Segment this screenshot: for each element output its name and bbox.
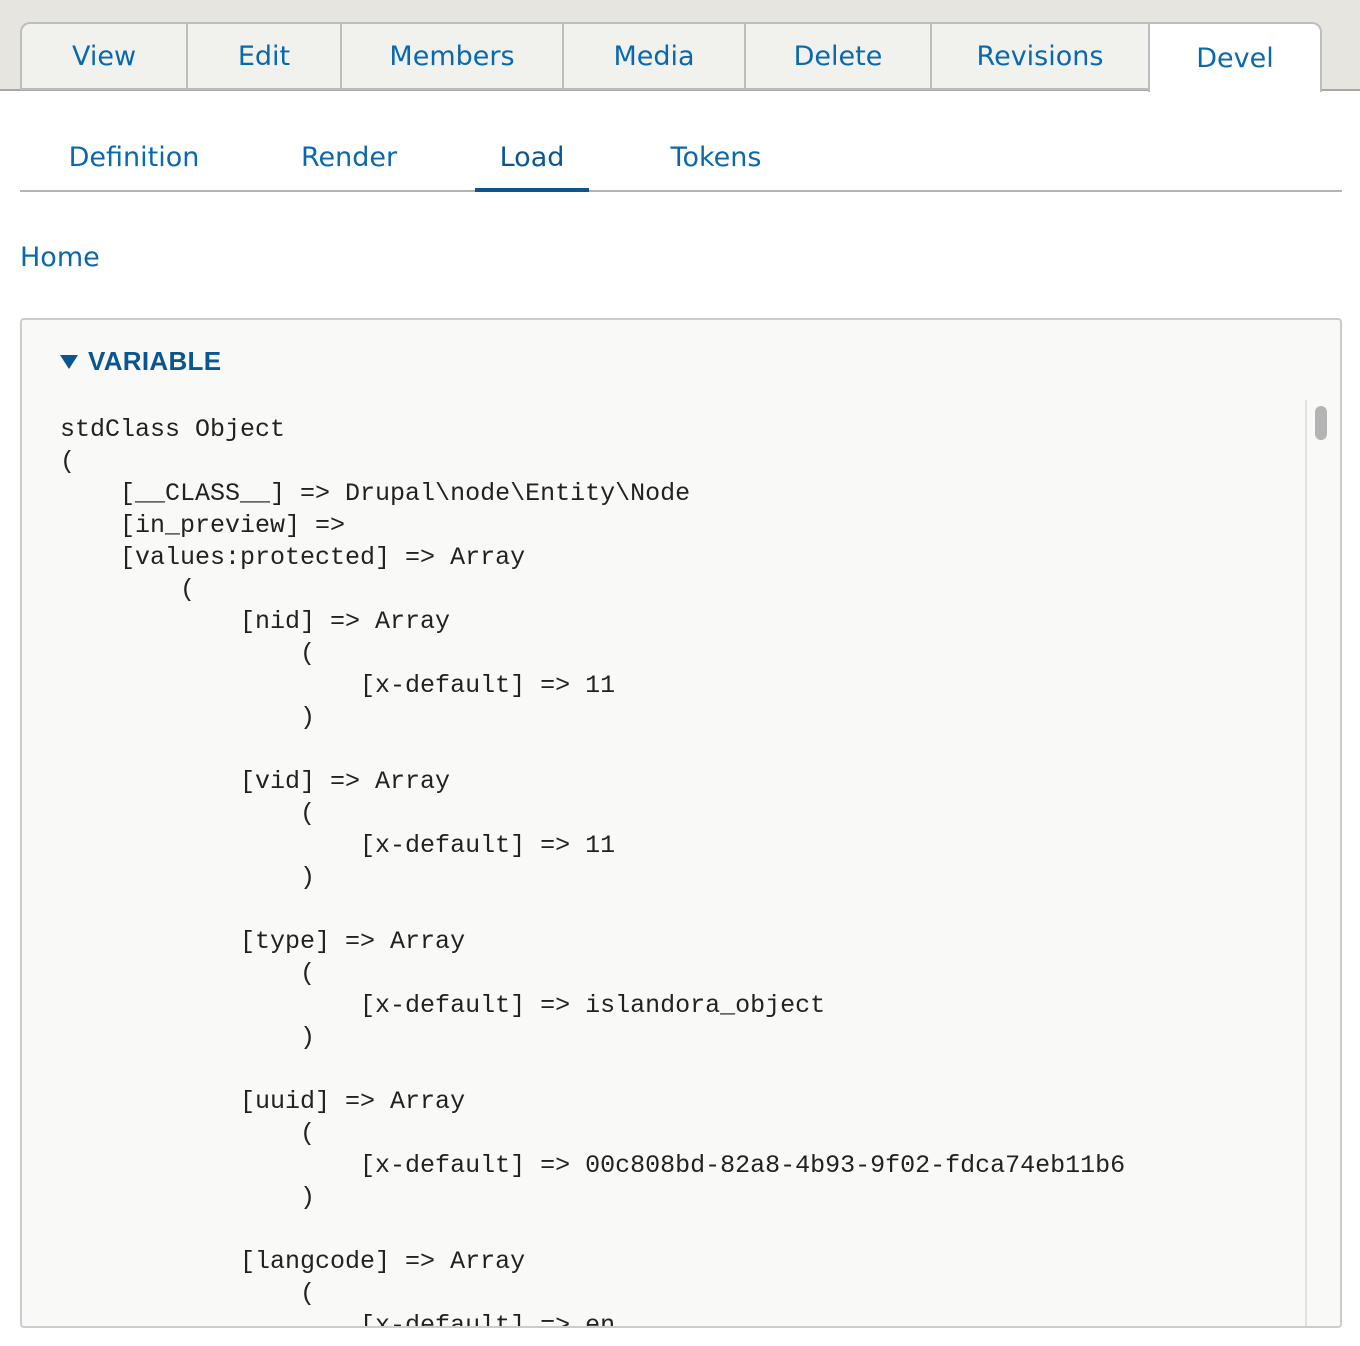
code-line: ) xyxy=(60,863,316,892)
code-line: [x-default] => 11 xyxy=(60,831,616,860)
triangle-down-icon xyxy=(60,354,78,369)
variable-dump: stdClass Object ( [__CLASS__] => Drupal\… xyxy=(22,400,1304,1328)
tab-revisions[interactable]: Revisions xyxy=(930,22,1148,90)
subtab-label: Definition xyxy=(68,142,200,173)
tab-devel[interactable]: Devel xyxy=(1148,22,1322,92)
code-line: [values:protected] => Array xyxy=(60,543,526,572)
code-line: [nid] => Array xyxy=(60,607,451,636)
subtab-render[interactable]: Render xyxy=(290,130,408,190)
code-line: ) xyxy=(60,1023,316,1052)
breadcrumb: Home xyxy=(20,242,100,273)
code-line: [x-default] => en xyxy=(60,1311,616,1328)
code-line: [__CLASS__] => Drupal\node\Entity\Node xyxy=(60,479,691,508)
code-line: ( xyxy=(60,959,316,988)
code-line: [x-default] => 11 xyxy=(60,671,616,700)
code-line: [in_preview] => xyxy=(60,511,346,540)
code-line: ( xyxy=(60,447,76,476)
code-line: ) xyxy=(60,1183,316,1212)
tab-label: Members xyxy=(389,40,515,72)
code-line: ( xyxy=(60,1119,316,1148)
scrollbar-thumb[interactable] xyxy=(1315,406,1327,440)
subtab-definition[interactable]: Definition xyxy=(56,130,212,190)
code-line: ( xyxy=(60,639,316,668)
code-line: ( xyxy=(60,799,316,828)
scrollbar[interactable] xyxy=(1305,400,1333,1326)
code-line: ( xyxy=(60,1279,316,1308)
subtab-load[interactable]: Load xyxy=(475,130,589,192)
code-line: [vid] => Array xyxy=(60,767,451,796)
tab-delete[interactable]: Delete xyxy=(744,22,930,90)
tab-label: Devel xyxy=(1196,42,1274,74)
code-line: [uuid] => Array xyxy=(60,1087,466,1116)
code-line: [x-default] => 00c808bd-82a8-4b93-9f02-f… xyxy=(60,1151,1126,1180)
code-line: ) xyxy=(60,703,316,732)
variable-details-panel: VARIABLE stdClass Object ( [__CLASS__] =… xyxy=(20,318,1342,1328)
subtab-label: Tokens xyxy=(670,142,762,173)
tab-label: Media xyxy=(613,40,695,72)
code-line: stdClass Object xyxy=(60,415,286,444)
subtab-label: Render xyxy=(300,142,398,173)
tab-members[interactable]: Members xyxy=(340,22,562,90)
primary-tabs: View Edit Members Media Delete Revisions… xyxy=(20,22,1322,92)
variable-summary-toggle[interactable]: VARIABLE xyxy=(60,346,221,377)
tab-edit[interactable]: Edit xyxy=(186,22,340,90)
code-line: [x-default] => islandora_object xyxy=(60,991,826,1020)
breadcrumb-home-link[interactable]: Home xyxy=(20,242,100,273)
tab-media[interactable]: Media xyxy=(562,22,744,90)
code-line: ( xyxy=(60,575,196,604)
tab-view[interactable]: View xyxy=(20,22,186,90)
code-line: [langcode] => Array xyxy=(60,1247,526,1276)
primary-tabs-bar: View Edit Members Media Delete Revisions… xyxy=(0,0,1360,92)
panel-title: VARIABLE xyxy=(88,346,222,376)
subtab-label: Load xyxy=(499,142,565,173)
secondary-tabs: Definition Render Load Tokens xyxy=(20,130,1342,192)
subtab-tokens[interactable]: Tokens xyxy=(656,130,776,190)
code-line: [type] => Array xyxy=(60,927,466,956)
tab-label: Delete xyxy=(793,40,883,72)
tab-label: Revisions xyxy=(976,40,1104,72)
tab-label: Edit xyxy=(237,40,291,72)
tab-label: View xyxy=(71,40,137,72)
